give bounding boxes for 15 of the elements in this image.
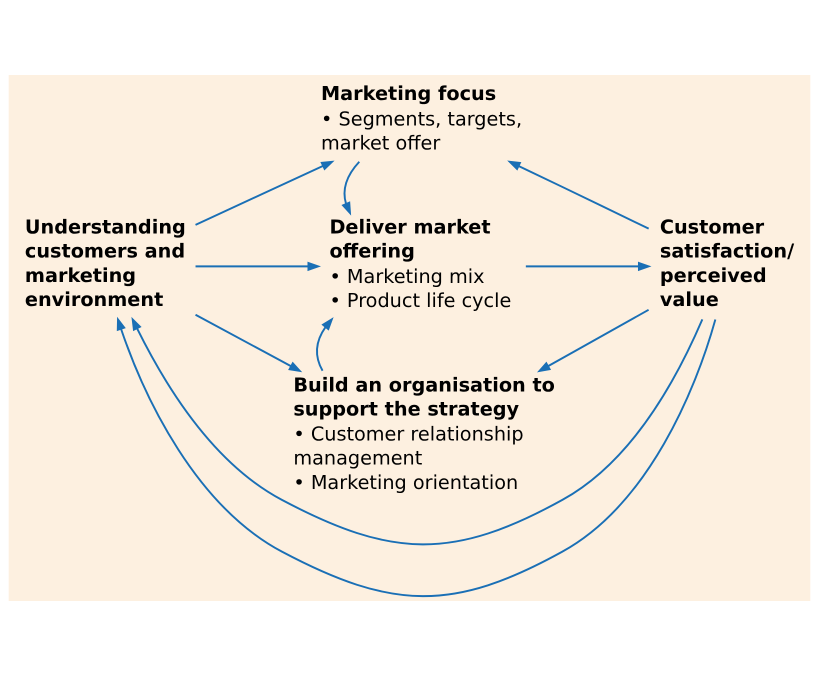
arrow	[341, 161, 360, 216]
arrow	[196, 262, 321, 272]
arrow	[195, 314, 302, 372]
node-text: Build an organisation to support the strategy • Customer relationship management • Marketing orientation	[293, 373, 555, 494]
arrow	[116, 316, 716, 597]
node-text: Marketing focus • Segments, targets, market offer	[321, 82, 522, 154]
arrow	[536, 308, 650, 372]
node-text: Customer satisfaction/ perceived value	[660, 216, 794, 311]
arrow	[316, 317, 334, 372]
arrow	[526, 262, 652, 272]
node-text: Understanding customers and marketing environment	[24, 216, 186, 311]
arrow	[195, 160, 335, 226]
arrow	[131, 316, 704, 546]
arrow	[507, 160, 650, 230]
node-text: Deliver market offering • Marketing mix • Product life cycle	[329, 216, 512, 312]
